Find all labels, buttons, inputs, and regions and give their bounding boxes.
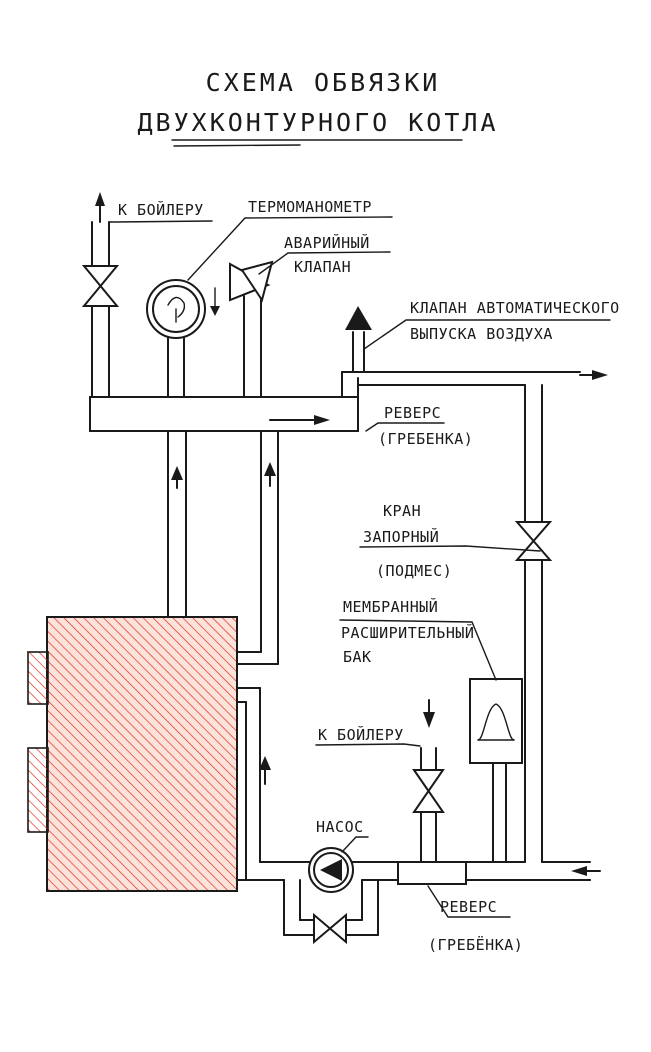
flow-arrow-icon [579,370,608,380]
title-underline-2 [173,144,301,147]
flow-arrow-icon [423,699,435,728]
bowtie-valve-icon [412,769,445,813]
label-manifold-top-1: РЕВЕРС [384,404,441,422]
label-thermomanometer: ТЕРМОМАНОМЕТР [248,198,372,216]
thermomanometer-icon [146,279,206,339]
label-air-valve-1: КЛАПАН АВТОМАТИЧЕСКОГО [410,299,620,317]
label-manifold-top-2: (ГРЕБЕНКА) [378,430,473,448]
pump-icon [308,847,354,893]
bowtie-valve-icon [81,265,120,307]
label-emergency-valve-2: КЛАПАН [294,258,351,276]
label-air-valve-2: ВЫПУСКА ВОЗДУХА [410,325,553,343]
boiler-bracket-bottom [27,747,49,833]
boiler [27,616,238,892]
pipes [89,221,591,936]
flow-arrow-icon [259,756,271,785]
label-tank-3: БАК [343,648,372,666]
label-pump: НАСОС [316,818,364,836]
label-tank-2: РАСШИРИТЕЛЬНЫЙ [341,623,474,642]
flow-arrow-icon [571,866,601,876]
lower-manifold [397,861,467,885]
title-line-1: СХЕМА ОБВЯЗКИ [206,68,441,97]
label-to-boiler-top: К БОЙЛЕРУ [118,200,204,219]
flow-arrows [95,192,608,876]
label-shutoff-3: (ПОДМЕС) [376,562,452,580]
flow-arrow-icon [95,192,105,223]
flow-arrow-icon [171,466,183,489]
flow-arrow-icon [269,415,330,425]
label-shutoff-2: ЗАПОРНЫЙ [363,527,439,546]
relief-valve-icon [210,260,274,316]
label-manifold-bottom-2: (ГРЕБЁНКА) [428,935,523,954]
bowtie-valve-icon [313,912,347,945]
label-to-boiler-bottom: К БОЙЛЕРУ [318,725,404,744]
upper-manifold [89,396,359,432]
label-emergency-valve-1: АВАРИЙНЫЙ [284,233,370,252]
boiler-bracket-top [27,651,49,705]
bowtie-valve-icon [514,521,553,561]
labels: К БОЙЛЕРУ ТЕРМОМАНОМЕТР АВАРИЙНЫЙ КЛАПАН… [118,198,620,954]
expansion-tank-icon [469,678,523,764]
label-manifold-bottom-1: РЕВЕРС [440,898,497,916]
title-line-2: ДВУХКОНТУРНОГО КОТЛА [137,108,498,137]
diagram-title: СХЕМА ОБВЯЗКИ ДВУХКОНТУРНОГО КОТЛА [137,68,498,147]
leader-lines [108,216,611,918]
air-vent-icon [345,306,372,330]
label-tank-1: МЕМБРАННЫЙ [343,597,438,616]
label-shutoff-1: КРАН [383,502,421,520]
flow-arrow-icon [264,462,276,487]
